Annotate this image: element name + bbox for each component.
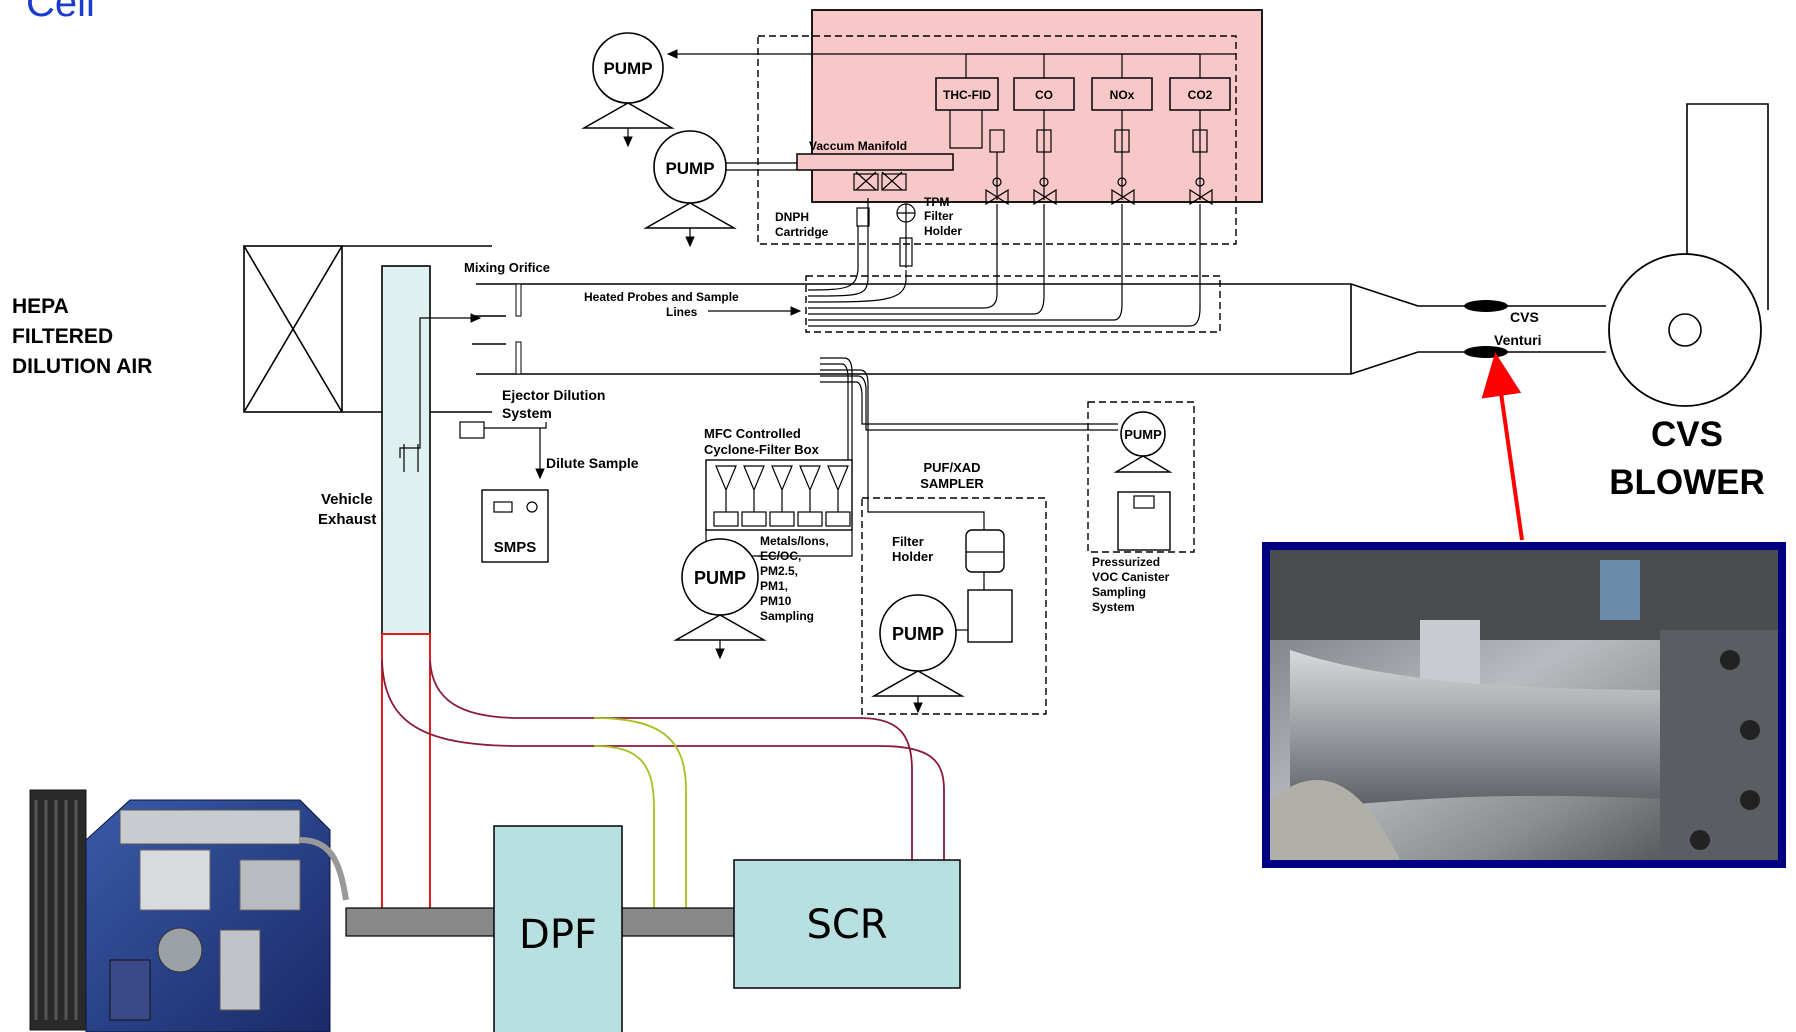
exhaust-transfer-tube	[382, 266, 430, 634]
pump-top: PUMP	[584, 33, 672, 146]
vaccum-manifold	[797, 154, 953, 170]
mixing-orifice-label: Mixing Orifice	[464, 260, 550, 275]
smps-instrument: SMPS	[482, 490, 548, 562]
svg-text:PUMP: PUMP	[1124, 427, 1162, 442]
cvs-venturi	[1464, 300, 1508, 312]
dpf-unit: DPF	[494, 826, 622, 1032]
svg-text:Filter: Filter	[892, 534, 924, 549]
svg-text:Metals/Ions,: Metals/Ions,	[760, 534, 829, 548]
pump-cyclone: PUMP	[676, 539, 764, 658]
vehicle-exhaust-label: Vehicle	[321, 491, 373, 508]
svg-text:PUMP: PUMP	[665, 159, 714, 178]
svg-text:Cyclone-Filter Box: Cyclone-Filter Box	[704, 442, 820, 457]
exhaust-pipe	[346, 908, 496, 936]
cvs-blower-label: CVS	[1651, 415, 1723, 454]
pump-voc: PUMP	[1116, 412, 1170, 472]
vaccum-manifold-label: Vaccum Manifold	[809, 139, 907, 153]
page-title: Cell	[26, 0, 95, 25]
svg-text:SAMPLER: SAMPLER	[920, 476, 984, 491]
svg-text:Holder: Holder	[892, 549, 933, 564]
svg-text:CO2: CO2	[1188, 88, 1213, 102]
pump-puf: PUMP	[874, 595, 962, 712]
svg-text:Ejector Dilution: Ejector Dilution	[502, 387, 605, 403]
svg-text:Lines: Lines	[666, 305, 698, 319]
svg-text:PUMP: PUMP	[694, 568, 746, 588]
svg-text:TPM: TPM	[924, 195, 949, 209]
puf-xad-sampler	[862, 498, 1046, 714]
svg-text:Cartridge: Cartridge	[775, 225, 829, 239]
svg-text:Sampling: Sampling	[760, 609, 814, 623]
sample-lines	[808, 198, 1200, 326]
svg-text:System: System	[502, 405, 552, 421]
ejector-dilution-system	[460, 422, 484, 438]
svg-text:Pressurized: Pressurized	[1092, 555, 1160, 569]
svg-text:PUMP: PUMP	[603, 59, 652, 78]
svg-text:Heated Probes and Sample: Heated Probes and Sample	[584, 290, 739, 304]
svg-text:DILUTION AIR: DILUTION AIR	[12, 355, 152, 378]
dnph-cartridge	[857, 208, 869, 226]
cvs-venturi-photo	[1262, 542, 1786, 868]
puf-xad-label: PUF/XAD	[923, 460, 980, 475]
svg-text:PM10: PM10	[760, 594, 792, 608]
venturi-callout-arrow	[1498, 372, 1522, 540]
analyzer-nox: NOx	[1092, 78, 1152, 110]
tpm-filter-holder	[897, 204, 915, 268]
scr-unit: SCR	[734, 860, 960, 988]
maroon-sample-line-outer	[382, 660, 944, 860]
svg-text:DNPH: DNPH	[775, 210, 809, 224]
svg-text:Venturi: Venturi	[1494, 332, 1541, 348]
svg-text:CVS: CVS	[1510, 309, 1539, 325]
svg-text:Exhaust: Exhaust	[318, 511, 376, 528]
hepa-filter	[244, 246, 342, 412]
svg-text:VOC Canister: VOC Canister	[1092, 570, 1170, 584]
svg-text:PUMP: PUMP	[892, 624, 944, 644]
svg-text:CO: CO	[1035, 88, 1053, 102]
svg-text:Filter: Filter	[924, 209, 954, 223]
svg-text:NOx: NOx	[1110, 88, 1135, 102]
analyzer-co2: CO2	[1170, 78, 1230, 110]
svg-text:PM1,: PM1,	[760, 579, 788, 593]
svg-text:EC/OC,: EC/OC,	[760, 549, 801, 563]
svg-text:SCR: SCR	[806, 902, 887, 948]
svg-text:THC-FID: THC-FID	[943, 88, 991, 102]
cvs-blower	[1609, 104, 1768, 406]
red-sample-line	[382, 634, 430, 908]
svg-text:MFC Controlled: MFC Controlled	[704, 426, 801, 441]
analyzer-thc-fid: THC-FID	[936, 78, 998, 110]
dilute-sample-label: Dilute Sample	[546, 455, 639, 471]
hepa-label: HEPA	[12, 295, 69, 318]
svg-text:SMPS: SMPS	[494, 539, 537, 556]
svg-text:Sampling: Sampling	[1092, 585, 1146, 599]
svg-text:PM2.5,: PM2.5,	[760, 564, 798, 578]
engine-image	[30, 790, 346, 1032]
svg-text:FILTERED: FILTERED	[12, 325, 113, 348]
pump-manifold: PUMP	[646, 131, 734, 246]
svg-text:DPF: DPF	[519, 912, 597, 958]
svg-text:System: System	[1092, 600, 1135, 614]
svg-text:BLOWER: BLOWER	[1609, 463, 1765, 502]
analyzer-co: CO	[1014, 78, 1074, 110]
svg-text:Holder: Holder	[924, 224, 962, 238]
